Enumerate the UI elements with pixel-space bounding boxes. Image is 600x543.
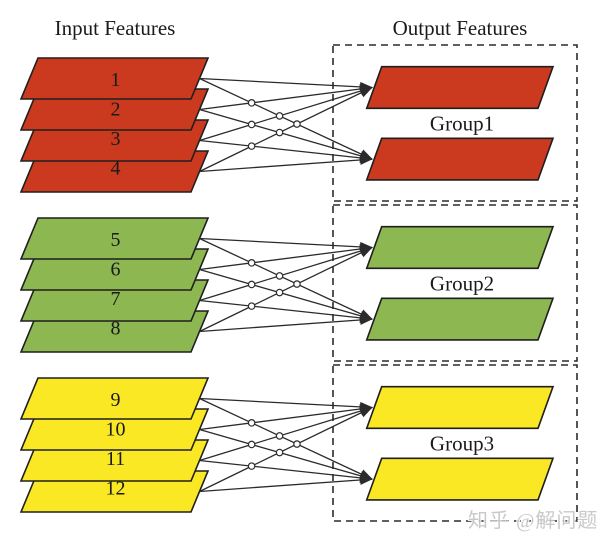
connection-6-to-group2-output-1	[199, 244, 373, 271]
connection-8-to-group2-output-1	[199, 246, 373, 333]
group2-dashed-box	[332, 204, 578, 362]
connection-1-to-group1-output-2	[199, 77, 373, 160]
connection-9-to-group3-output-1	[199, 397, 373, 412]
input-feature-1-number: 1	[111, 69, 121, 91]
connection-5-to-group2-output-1	[199, 237, 373, 252]
group2: Group2 5 6 7 8	[19, 204, 578, 362]
group3-label: Group3	[430, 431, 494, 455]
line-crossing-hop	[247, 259, 256, 267]
line-crossing-hop	[293, 440, 301, 448]
input-feature-7-number: 7	[111, 288, 121, 310]
line-crossing-hop	[275, 432, 284, 440]
input-feature-5-shape	[19, 217, 210, 260]
connection-10-to-group3-output-2	[199, 428, 373, 481]
group1-output-1	[365, 65, 555, 110]
group2-output-2	[365, 297, 555, 341]
connection-7-to-group2-output-2	[199, 299, 373, 323]
input-feature-5-number: 5	[111, 229, 121, 251]
group1-label: Group1	[430, 111, 494, 135]
line-crossing-hop	[247, 440, 256, 449]
connection-11-to-group3-output-1	[199, 406, 373, 462]
connection-11-to-group3-output-2	[199, 459, 373, 483]
connection-3-to-group1-output-2	[199, 139, 373, 163]
connection-8-to-group2-output-2	[199, 314, 373, 333]
line-crossing-hop	[247, 120, 256, 129]
group2-label: Group2	[430, 271, 494, 295]
line-crossing-hop	[293, 280, 301, 288]
group1-dashed-box	[332, 44, 578, 202]
line-crossing-hop	[275, 272, 284, 280]
input-feature-8-number: 8	[111, 318, 121, 340]
group3-dashed-box	[332, 364, 578, 522]
connection-10-to-group3-output-1	[199, 404, 373, 431]
connection-12-to-group3-output-2	[199, 474, 373, 493]
line-crossing-hop	[275, 288, 284, 297]
connection-4-to-group1-output-1	[199, 86, 373, 173]
group2-output-1	[365, 225, 555, 270]
input-feature-4-number: 4	[111, 158, 121, 180]
input-feature-2-number: 2	[111, 99, 121, 121]
line-crossing-hop	[247, 280, 256, 289]
connection-5-to-group2-output-2	[199, 237, 373, 320]
group1-output-2	[365, 137, 555, 181]
input-feature-1-shape	[19, 57, 210, 100]
line-crossing-hop	[293, 120, 301, 128]
line-crossing-hop	[247, 462, 256, 470]
line-crossing-hop	[275, 112, 284, 120]
input-feature-10-number: 10	[106, 419, 126, 441]
connection-9-to-group3-output-2	[199, 397, 373, 480]
line-crossing-hop	[247, 302, 256, 310]
input-feature-6-number: 6	[111, 259, 121, 281]
connection-12-to-group3-output-1	[199, 406, 373, 493]
input-feature-9-shape	[19, 377, 210, 420]
input-features-title: Input Features	[55, 16, 176, 40]
input-feature-12-number: 12	[106, 478, 126, 500]
input-feature-3-number: 3	[111, 128, 121, 150]
connection-2-to-group1-output-1	[199, 84, 373, 111]
connection-1-to-group1-output-1	[199, 77, 373, 92]
connection-3-to-group1-output-1	[199, 86, 373, 142]
group1: Group1 1 2 3 4	[19, 44, 578, 202]
connection-4-to-group1-output-2	[199, 154, 373, 173]
line-crossing-hop	[247, 142, 256, 150]
output-features-title: Output Features	[393, 16, 528, 40]
line-crossing-hop	[275, 128, 284, 137]
input-feature-11-number: 11	[106, 448, 125, 470]
line-crossing-hop	[275, 448, 284, 457]
connection-7-to-group2-output-1	[199, 246, 373, 302]
group3: Group3 9 10 11 12	[19, 364, 578, 522]
connection-6-to-group2-output-2	[199, 268, 373, 321]
connection-2-to-group1-output-2	[199, 108, 373, 161]
group3-output-1	[365, 385, 555, 430]
group3-output-2	[365, 457, 555, 501]
line-crossing-hop	[247, 419, 256, 427]
input-feature-9-number: 9	[111, 389, 121, 411]
line-crossing-hop	[247, 99, 256, 107]
